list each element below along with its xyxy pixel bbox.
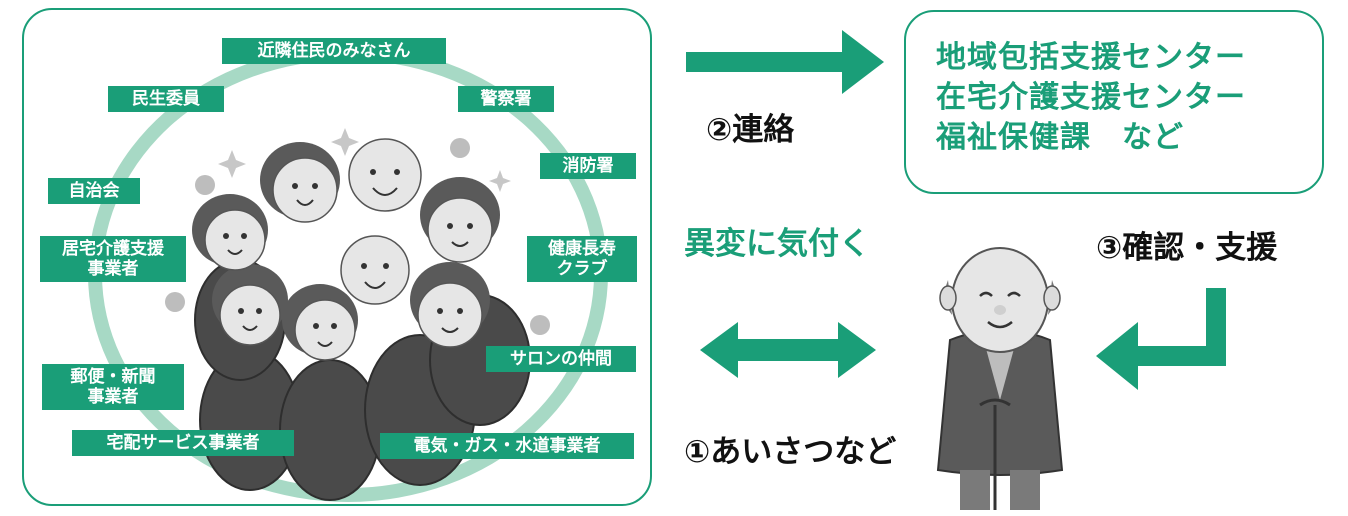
step-confirm-support-label: ③確認・支援 [1096, 230, 1278, 266]
contact-arrow [686, 30, 884, 94]
member-tag-utilities: 電気・ガス・水道事業者 [380, 433, 634, 459]
step-greeting-label: ①あいさつなど [684, 434, 897, 470]
member-tag-welfare-commissioner: 民生委員 [108, 86, 224, 112]
member-tag-police: 警察署 [458, 86, 554, 112]
greeting-arrow [700, 322, 876, 378]
member-tag-neighbors: 近隣住民のみなさん [222, 38, 446, 64]
confirm-support-arrow [1096, 288, 1226, 390]
member-tag-fire-station: 消防署 [540, 153, 636, 179]
agency-line: 福祉保健課 など [936, 120, 1184, 155]
agency-line: 地域包括支援センター [936, 40, 1246, 75]
member-tag-salon-friends: サロンの仲間 [486, 346, 636, 372]
notice-label: 異変に気付く [684, 226, 870, 262]
member-tag-care-support-provider: 居宅介護支援 事業者 [40, 236, 186, 282]
member-tag-longevity-club: 健康長寿 クラブ [527, 236, 637, 282]
agency-line: 在宅介護支援センター [936, 80, 1246, 115]
member-tag-mail-newspaper: 郵便・新聞 事業者 [42, 364, 184, 410]
support-agencies-box: 地域包括支援センター 在宅介護支援センター 福祉保健課 など [904, 10, 1324, 194]
step-contact-label: ②連絡 [706, 112, 795, 148]
member-tag-residents-association: 自治会 [48, 178, 140, 204]
member-tag-delivery-service: 宅配サービス事業者 [72, 430, 294, 456]
